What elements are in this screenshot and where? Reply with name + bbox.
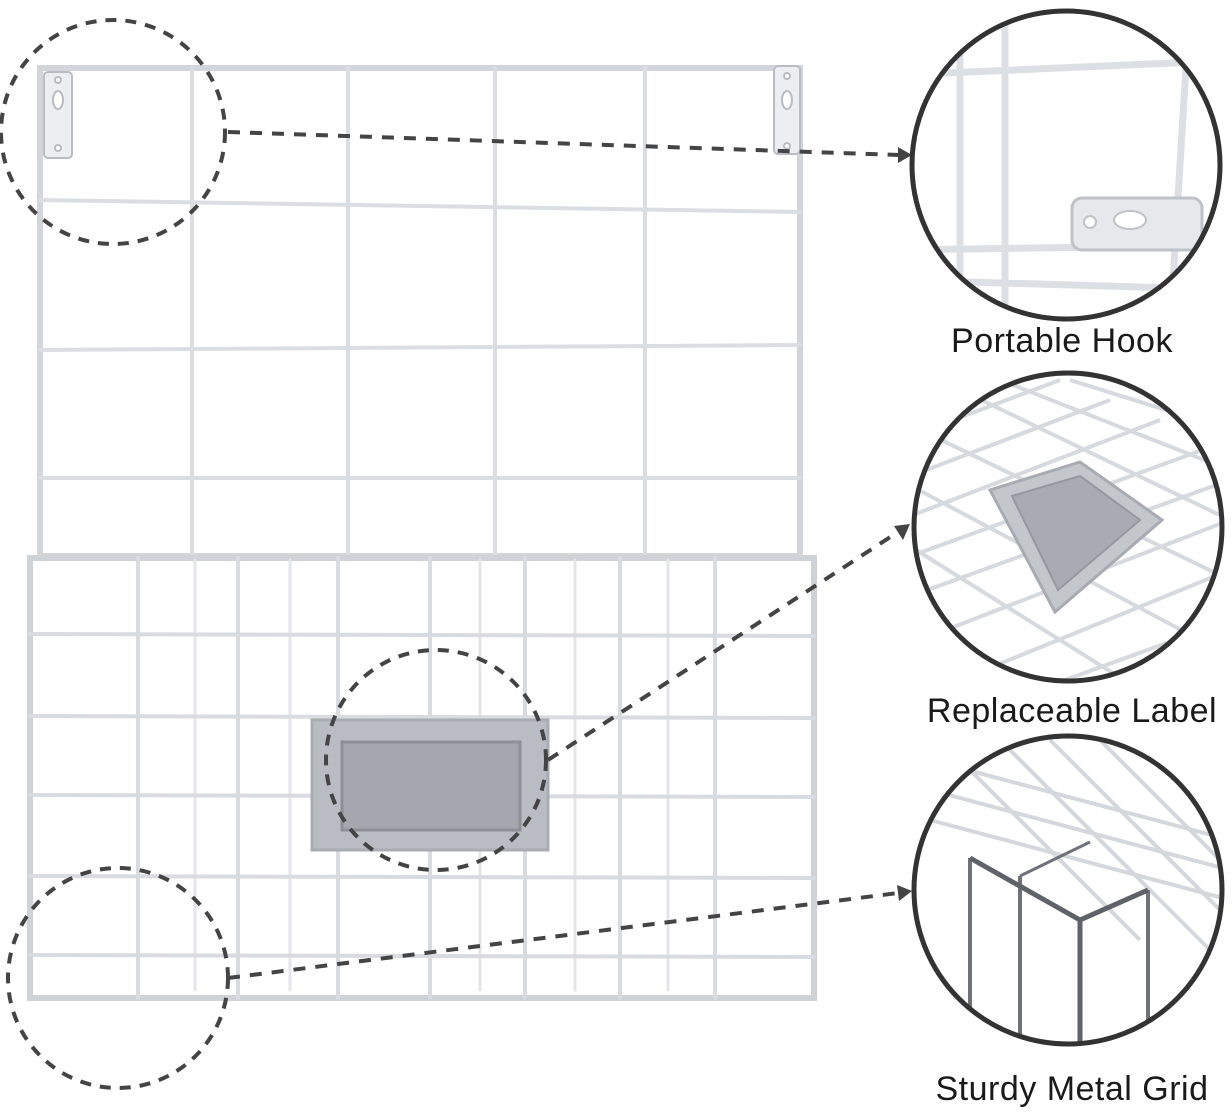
caption-portable-hook: Portable Hook xyxy=(951,322,1173,360)
back-panel xyxy=(37,65,803,559)
leader-arrowheads xyxy=(894,147,912,901)
wire-organizer xyxy=(27,65,817,1001)
leader-lines xyxy=(227,130,901,980)
leader-line-hook xyxy=(227,130,901,157)
back-panel-verticals xyxy=(190,66,647,558)
callout-marker-label xyxy=(324,648,548,872)
back-panel-horizontals xyxy=(38,198,802,480)
leader-line-label xyxy=(546,530,900,762)
arrowhead-hook xyxy=(898,147,912,163)
leader-line-grid xyxy=(227,891,899,980)
mounting-plate-left xyxy=(43,71,73,159)
mounting-plate-right xyxy=(773,65,801,155)
arrowhead-label xyxy=(894,524,910,540)
caption-sturdy-metal-grid: Sturdy Metal Grid xyxy=(935,1070,1209,1108)
label-holder xyxy=(310,718,550,852)
callout-marker-hook xyxy=(0,18,227,246)
arrowhead-grid xyxy=(897,885,912,901)
front-basket xyxy=(27,555,817,1001)
detail-circle-grid xyxy=(911,733,1225,1047)
detail-circle-label xyxy=(911,370,1225,684)
caption-replaceable-label: Replaceable Label xyxy=(926,692,1218,730)
detail-circle-hook xyxy=(909,8,1223,322)
